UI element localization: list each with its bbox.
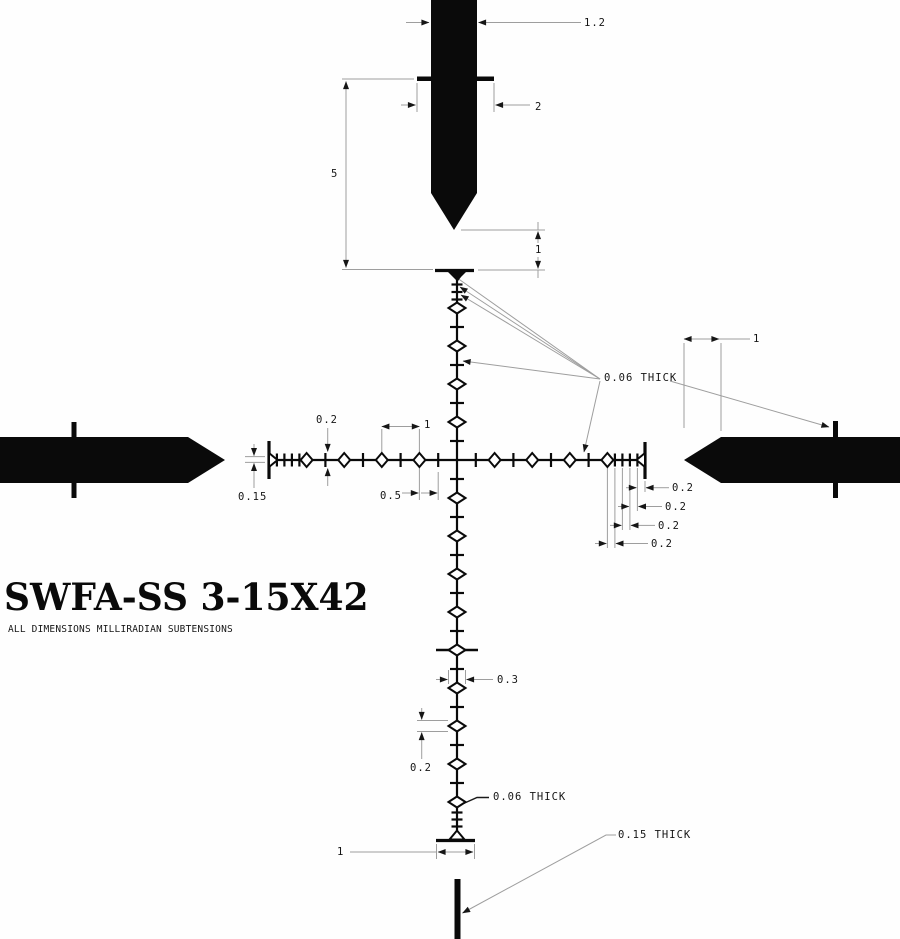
- leader-bottom-post: [462, 834, 616, 914]
- dim-lower-diamond-width: [436, 670, 493, 684]
- crosshair: [267, 268, 647, 843]
- top-post: [417, 0, 494, 230]
- leader-lower-thin-stroke: [463, 796, 489, 805]
- label-thin-stroke: 0.06 THICK: [604, 372, 678, 384]
- dim-left-cap-thickness: [245, 444, 265, 488]
- label-right-post-taper: 1: [753, 333, 761, 345]
- left-cap-arrow: [268, 450, 280, 470]
- dim-lower-diamond-height: [417, 708, 448, 759]
- left-post-tick: [71, 422, 77, 498]
- label-bottom-post: 0.15 THICK: [618, 829, 692, 841]
- label-left-cap-thickness: 0.15: [238, 491, 268, 503]
- label-lower-diamond-width: 0.3: [497, 674, 519, 686]
- label-left-tick-height: 0.2: [316, 414, 338, 426]
- label-top-post-length: 5: [331, 168, 339, 180]
- bottom-post: [454, 879, 461, 939]
- label-top-tip-gap: 1: [534, 244, 544, 256]
- dim-top-post-length: [342, 78, 433, 270]
- label-top-bar-width: 2: [535, 101, 543, 113]
- page-title: SWFA-SS 3-15X42: [4, 576, 369, 620]
- right-cap-arrow: [634, 450, 646, 470]
- label-half-mil-spacing: 0.5: [380, 490, 402, 502]
- label-bottom-bar-width: 1: [337, 846, 345, 858]
- bottom-center-notch: [447, 828, 467, 841]
- dim-top-tip-gap: [461, 222, 545, 278]
- right-post-tick: [833, 421, 838, 498]
- label-arm-mil-spacing: 1: [424, 419, 432, 431]
- top-post-tick: [417, 76, 494, 81]
- top-center-notch: [448, 272, 466, 281]
- label-top-post-width: 1.2: [584, 17, 606, 29]
- dim-right-post-taper: [683, 336, 750, 431]
- dim-half-mil-spacing: [402, 472, 439, 500]
- dimension-annotations: [245, 19, 830, 914]
- label-right-fine-gap-2: 0.2: [665, 501, 687, 513]
- label-right-fine-gap-1: 0.2: [672, 482, 694, 494]
- label-lower-thin-stroke: 0.06 THICK: [493, 791, 567, 803]
- dim-top-bar-width: [401, 83, 530, 112]
- left-post: [0, 422, 225, 498]
- page-subtitle: ALL DIMENSIONS MILLIRADIAN SUBTENSIONS: [8, 624, 233, 635]
- right-post: [684, 421, 900, 498]
- dim-bottom-bar-width: [350, 844, 475, 859]
- label-lower-diamond-height: 0.2: [410, 762, 432, 774]
- dim-right-fine-gaps: [595, 468, 669, 548]
- label-right-fine-gap-4: 0.2: [651, 538, 673, 550]
- label-right-fine-gap-3: 0.2: [658, 520, 680, 532]
- leaders-thin-stroke: [452, 274, 830, 453]
